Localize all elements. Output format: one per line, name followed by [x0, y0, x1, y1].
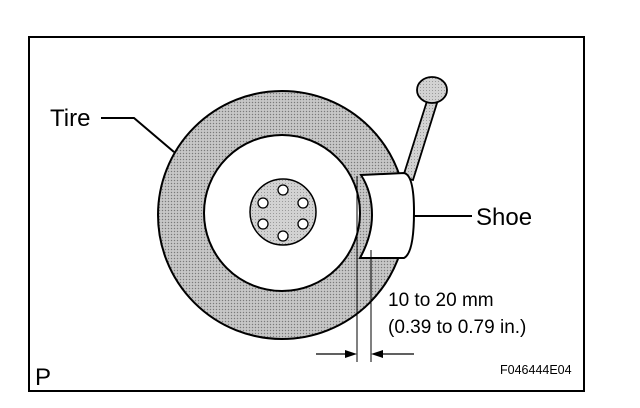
- lug-hole: [277, 184, 289, 196]
- lug-hole: [277, 230, 289, 242]
- lug-hole: [297, 197, 309, 209]
- lug-hole: [257, 218, 269, 230]
- arrowhead: [371, 350, 383, 358]
- brake-shoe: [358, 171, 416, 259]
- tire-leader-line: [101, 117, 175, 153]
- shoe-label: Shoe: [476, 204, 532, 231]
- lever-knob: [416, 76, 448, 104]
- tire-label: Tire: [50, 105, 90, 132]
- arrowhead: [345, 350, 357, 358]
- measurement-imperial: (0.39 to 0.79 in.): [388, 317, 526, 338]
- measurement-metric: 10 to 20 mm: [388, 290, 494, 311]
- lug-hole: [257, 197, 269, 209]
- lever: [401, 76, 448, 182]
- figure-code: F046444E04: [500, 363, 572, 377]
- lug-hole: [297, 218, 309, 230]
- corner-letter: P: [35, 364, 51, 391]
- wheel-hub: [249, 178, 317, 246]
